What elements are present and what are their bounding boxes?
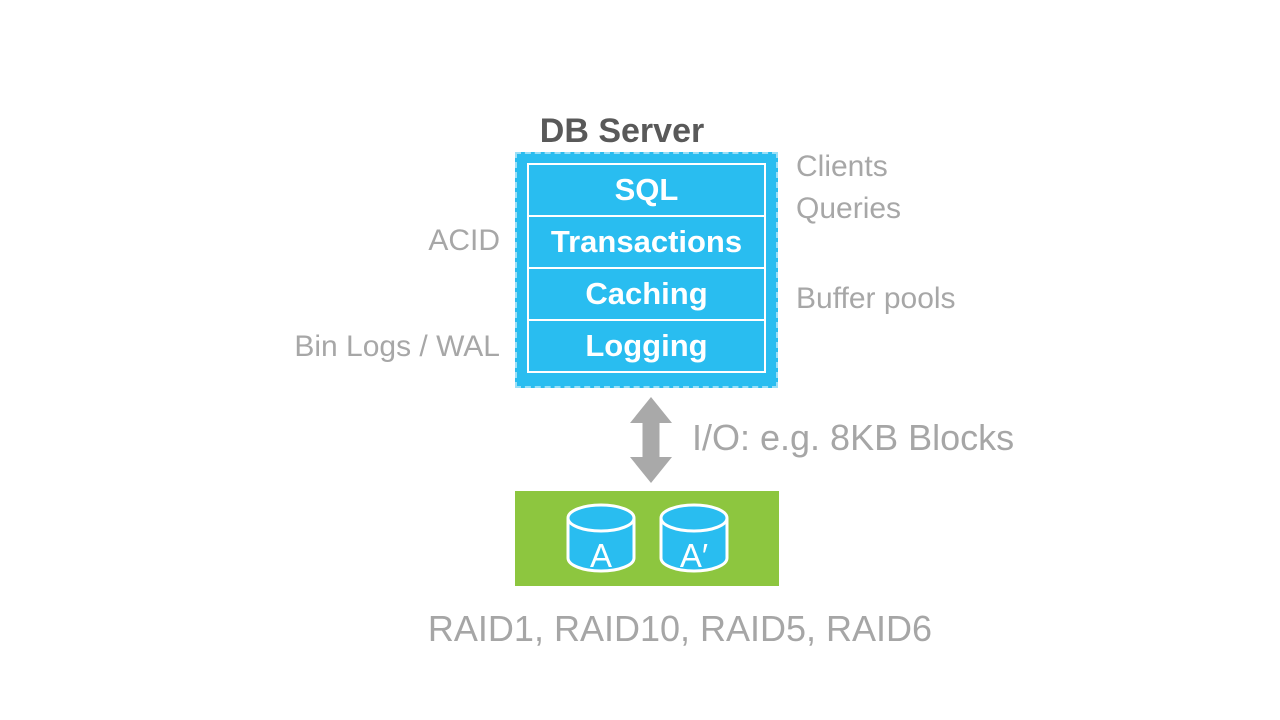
- io-double-arrow-icon: [630, 397, 672, 483]
- disk-a-prime-icon: A′: [659, 503, 728, 574]
- layer-caching-label: Caching: [585, 276, 708, 311]
- bin-logs-wal-label: Bin Logs / WAL: [294, 330, 500, 363]
- layer-sql-label: SQL: [614, 172, 679, 207]
- disk-a-label: A: [589, 537, 611, 574]
- layer-transactions: Transactions: [527, 215, 766, 269]
- layer-transactions-label: Transactions: [550, 224, 743, 259]
- buffer-pools-label: Buffer pools: [796, 282, 956, 315]
- storage-box: A A′: [515, 491, 779, 586]
- clients-label: Clients: [796, 150, 888, 183]
- layer-logging-label: Logging: [585, 328, 708, 363]
- raid-levels-label: RAID1, RAID10, RAID5, RAID6: [427, 608, 933, 649]
- layer-sql: SQL: [527, 163, 766, 217]
- io-blocks-label: I/O: e.g. 8KB Blocks: [692, 417, 1015, 458]
- disk-a-icon: A: [566, 503, 635, 574]
- db-server-box: SQL Transactions Caching Logging: [515, 152, 778, 388]
- layer-logging: Logging: [527, 319, 766, 373]
- layer-caching: Caching: [527, 267, 766, 321]
- queries-label: Queries: [796, 192, 902, 225]
- acid-label: ACID: [428, 224, 500, 257]
- clients-queries-label: Clients Queries: [796, 146, 901, 230]
- db-server-title: DB Server: [539, 112, 705, 150]
- disk-a-prime-label: A′: [679, 537, 707, 574]
